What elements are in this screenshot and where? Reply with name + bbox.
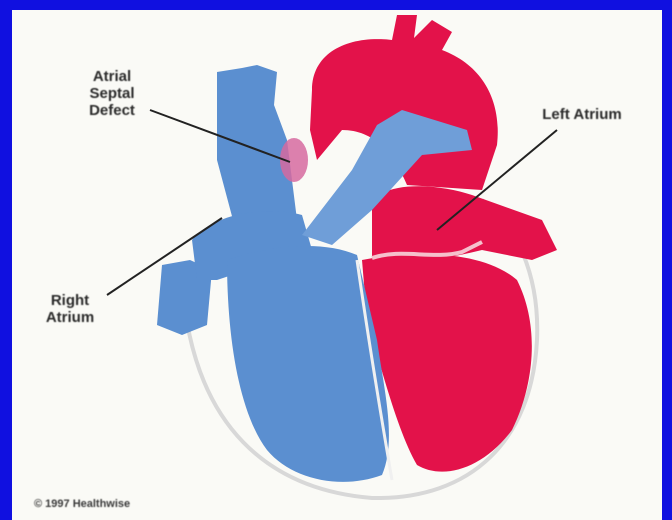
label-line: Atrial xyxy=(62,68,162,85)
copyright-notice: © 1997 Healthwise xyxy=(34,498,130,510)
label-line: Left Atrium xyxy=(517,106,647,123)
label-line: Right xyxy=(30,292,110,309)
label-atrial-septal-defect: Atrial Septal Defect xyxy=(62,68,162,119)
label-right-atrium: Right Atrium xyxy=(30,292,110,326)
label-line: Septal xyxy=(62,85,162,102)
label-left-atrium: Left Atrium xyxy=(517,106,647,123)
label-line: Atrium xyxy=(30,309,110,326)
label-line: Defect xyxy=(62,102,162,119)
diagram-panel: Atrial Septal Defect Left Atrium Right A… xyxy=(12,10,662,520)
